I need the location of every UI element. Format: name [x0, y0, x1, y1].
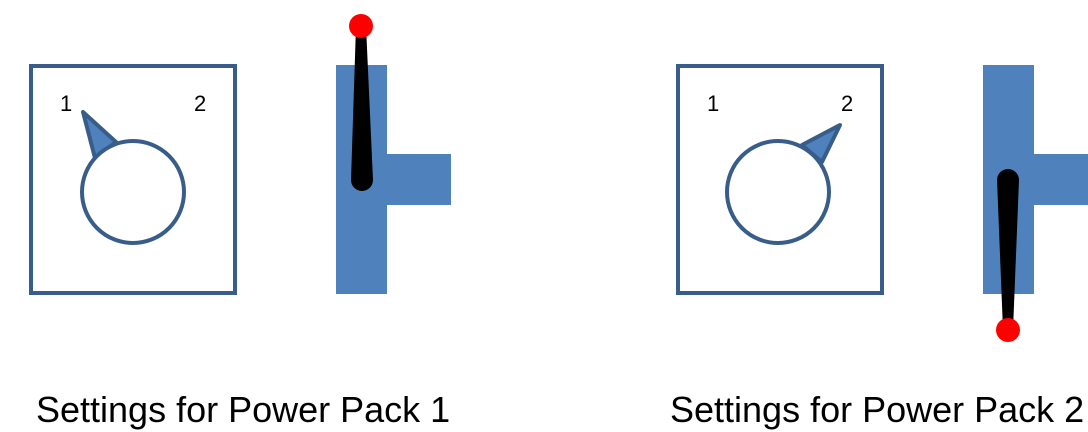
switch-2-track-branch [1034, 154, 1088, 205]
caption-power-pack-2: Settings for Power Pack 2 [670, 389, 1085, 430]
dial-1-label-position-2: 2 [194, 91, 206, 116]
switch-1-lever-tip-icon[interactable] [349, 14, 373, 38]
dial-2-knob[interactable] [725, 139, 831, 245]
switch-1-lever[interactable] [351, 26, 373, 191]
panel-power-pack-2: 1 2 [676, 64, 1088, 342]
dial-2-label-position-2: 2 [841, 91, 853, 116]
switch-2-lever[interactable] [997, 169, 1019, 330]
dial-1-knob[interactable] [80, 139, 186, 245]
switch-1-track-branch [387, 154, 451, 205]
caption-power-pack-1: Settings for Power Pack 1 [36, 389, 451, 430]
dial-1-label-position-1: 1 [60, 91, 72, 116]
panel-power-pack-1: 1 2 [29, 14, 451, 295]
switch-2-lever-tip-icon[interactable] [996, 318, 1020, 342]
dial-2-label-position-1: 1 [707, 91, 719, 116]
